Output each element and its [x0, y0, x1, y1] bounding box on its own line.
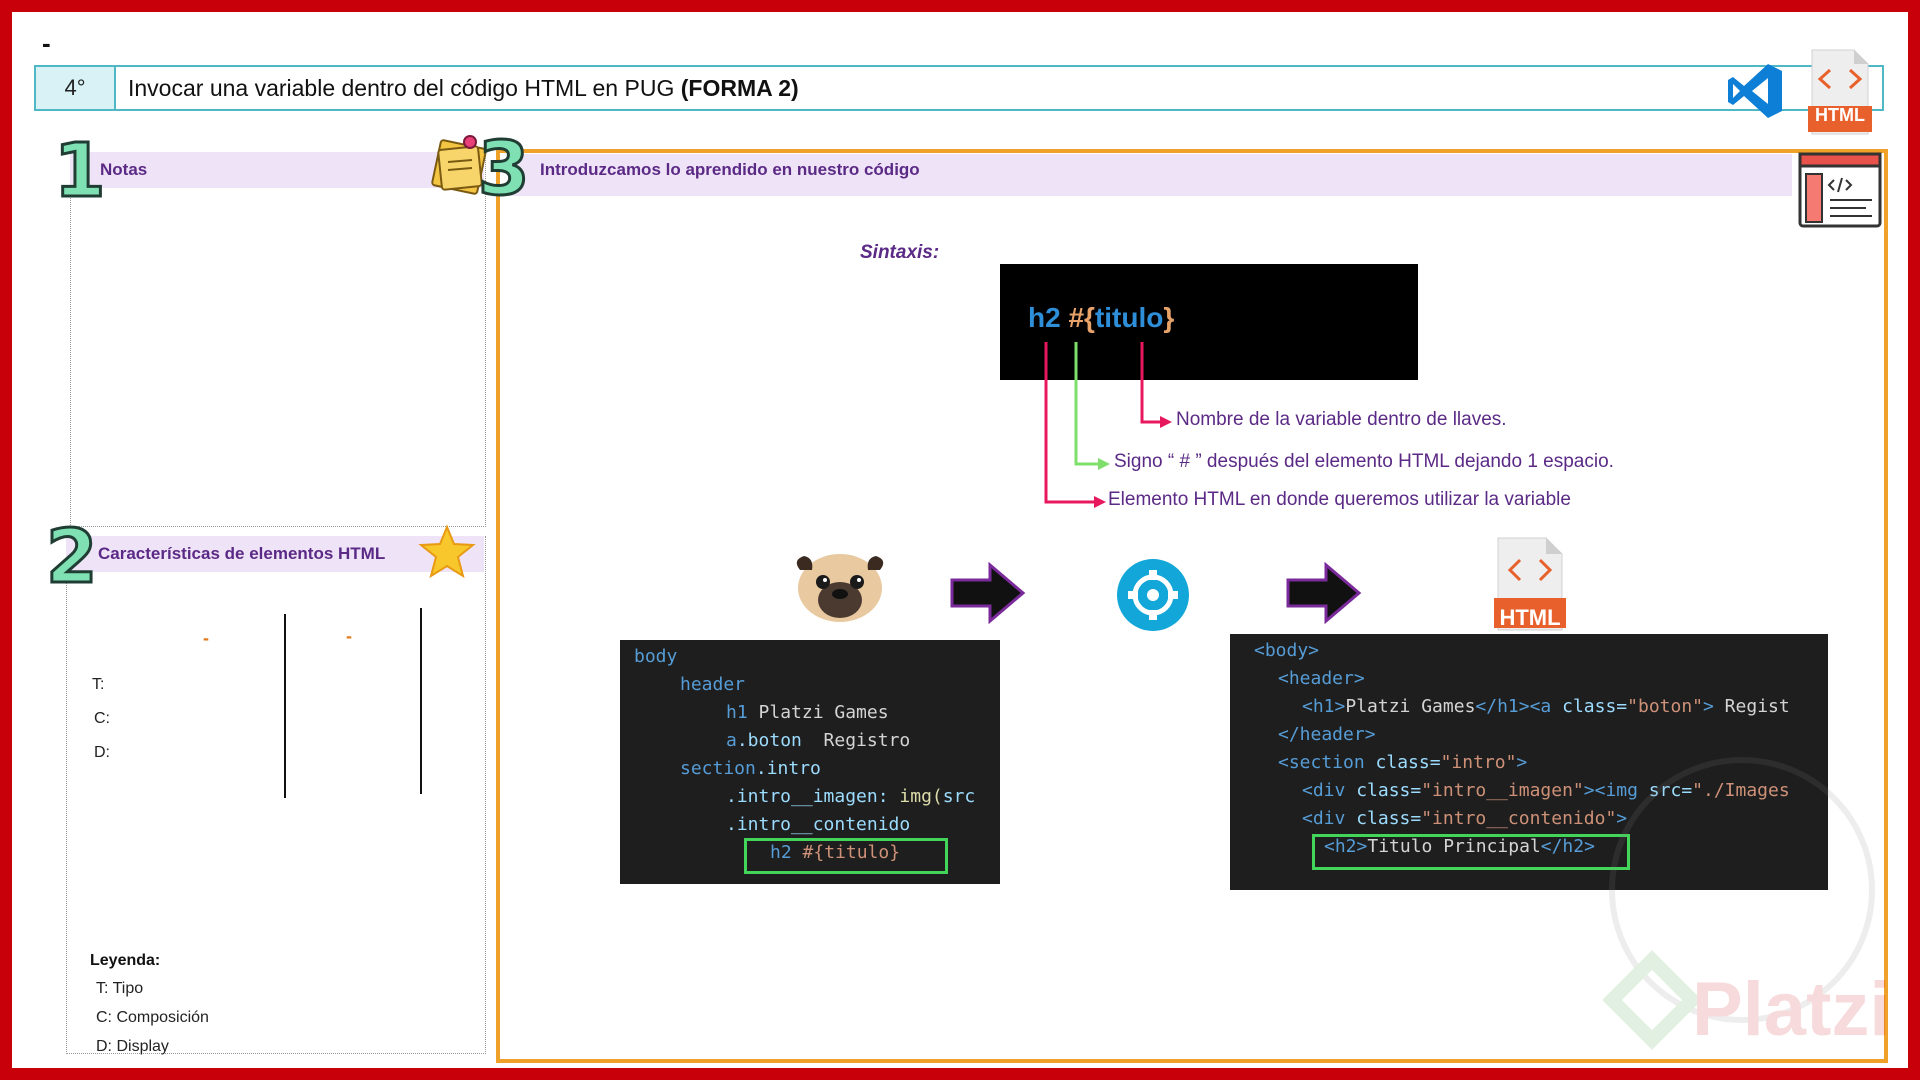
compiler-icon — [1117, 559, 1189, 631]
divider-line — [420, 608, 422, 794]
code-line: </header> — [1278, 724, 1376, 745]
platzi-watermark-text: Platzi — [1692, 967, 1891, 1052]
annotation-variable: Nombre de la variable dentro de llaves. — [1176, 409, 1507, 430]
notes-header — [70, 152, 484, 188]
pug-code-block: body header h1 Platzi Games a.boton Regi… — [620, 640, 1000, 884]
legend-value: Display — [116, 1038, 169, 1055]
notes-title: Notas — [100, 160, 148, 179]
arrow-right-icon — [1286, 562, 1362, 624]
slide-page: - 4° Invocar una variable dentro del cód… — [12, 12, 1908, 1068]
code-line: <h1>Platzi Games</h1><a class="boton"> R… — [1302, 696, 1790, 717]
annotation-element: Elemento HTML en donde queremos utilizar… — [1108, 489, 1571, 510]
syntax-brace-close: } — [1163, 302, 1175, 333]
code-panel — [496, 149, 1888, 1063]
features-title: Características de elementos HTML — [98, 544, 386, 563]
platzi-logo-icon — [1602, 757, 1875, 1050]
star-icon — [418, 524, 476, 579]
code-line: <section class="intro"> — [1278, 752, 1528, 773]
html-badge-label: HTML — [1499, 605, 1561, 630]
highlight-box — [1312, 834, 1630, 870]
code-line: .intro__imagen: img(src — [726, 786, 976, 807]
code-line-highlight: h2 #{titulo} — [770, 842, 901, 863]
syntax-hash: # — [1068, 302, 1085, 333]
vscode-icon — [1728, 64, 1782, 118]
html-file-icon — [1808, 49, 1872, 135]
notes-box — [70, 152, 486, 527]
code-header — [508, 154, 1792, 196]
syntax-var: titulo — [1094, 302, 1164, 333]
section-number-1: 1 — [53, 128, 107, 214]
code-line: a.boton Registro — [726, 730, 911, 751]
lesson-title-bold: (FORMA 2) — [680, 75, 799, 101]
syntax-label: Sintaxis: — [860, 242, 940, 263]
section-number-2: 2 — [45, 514, 99, 600]
code-line: <div class="intro__imagen"><img src="./I… — [1302, 780, 1790, 801]
code-line: <div class="intro__contenido"> — [1302, 808, 1628, 829]
section-number-3: 3 — [477, 126, 531, 212]
feature-label-c: C: — [94, 710, 110, 727]
legend-item: D: Display — [96, 1038, 169, 1056]
feature-dash-a: - — [203, 628, 209, 648]
lesson-title: Invocar una variable dentro del código H… — [128, 67, 799, 109]
syntax-code: h2 #{titulo} — [1028, 302, 1174, 334]
platzi-watermark: Platzi — [1542, 730, 1902, 1068]
feature-label-d: D: — [94, 744, 110, 761]
code-line: header — [680, 674, 746, 695]
arrow-right-icon — [950, 562, 1026, 624]
lesson-number: 4° — [36, 67, 116, 109]
html-badge-label: HTML — [1815, 105, 1865, 125]
legend-value: Composición — [116, 1009, 209, 1026]
features-header — [66, 536, 484, 572]
code-line: <header> — [1278, 668, 1365, 689]
pug-icon — [796, 554, 884, 622]
code-line: body — [634, 646, 678, 667]
highlight-box — [744, 838, 948, 874]
code-editor-icon — [1798, 152, 1882, 228]
code-line: .intro__contenido — [726, 814, 911, 835]
feature-dash-b: - — [346, 626, 352, 646]
title-bar: 4° Invocar una variable dentro del códig… — [34, 65, 1884, 111]
sticky-note-icon — [431, 135, 487, 195]
legend-title: Leyenda: — [90, 952, 161, 969]
legend-key: C: — [96, 1009, 112, 1026]
code-line: <body> — [1254, 640, 1320, 661]
feature-label-t: T: — [92, 676, 105, 693]
legend-item: T: Tipo — [96, 980, 143, 998]
legend-key: T: — [96, 980, 109, 997]
legend-item: C: Composición — [96, 1009, 209, 1027]
divider-line — [284, 614, 286, 798]
code-line: section.intro — [680, 758, 821, 779]
top-dash: - — [42, 28, 51, 58]
legend-value: Tipo — [112, 980, 144, 997]
syntax-tag: h2 — [1028, 302, 1061, 333]
syntax-brace-open: { — [1084, 302, 1095, 333]
code-line-highlight: <h2>Titulo Principal</h2> — [1324, 836, 1595, 857]
code-section-title: Introduzcamos lo aprendido en nuestro có… — [540, 160, 920, 179]
html-code-block: <body> <header> <h1>Platzi Games</h1><a … — [1230, 634, 1828, 890]
legend-key: D: — [96, 1038, 112, 1055]
code-line: h1 Platzi Games — [726, 702, 889, 723]
html-file-icon — [1494, 537, 1566, 631]
features-box — [66, 536, 486, 1054]
annotation-hash: Signo “ # ” después del elemento HTML de… — [1114, 451, 1614, 472]
lesson-title-main: Invocar una variable dentro del código H… — [128, 75, 675, 101]
